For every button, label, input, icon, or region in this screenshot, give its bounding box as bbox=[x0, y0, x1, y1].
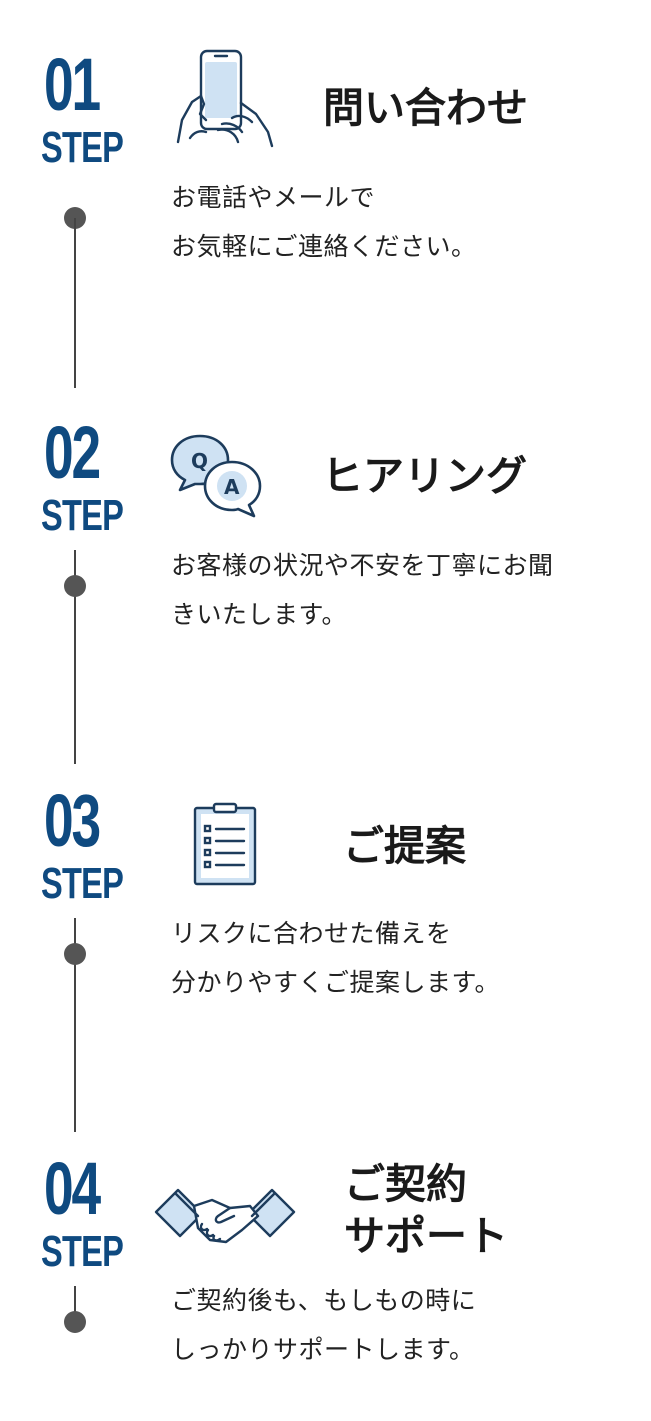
step-label: STEP bbox=[41, 859, 124, 908]
timeline-line bbox=[74, 218, 76, 388]
step-number: 02 bbox=[44, 411, 101, 494]
step-title: ご契約 サポート bbox=[344, 1160, 508, 1260]
step-label: STEP bbox=[41, 123, 124, 172]
step-label: STEP bbox=[41, 491, 124, 540]
smartphone-hands-icon bbox=[172, 48, 278, 152]
step-title: ご提案 bbox=[343, 822, 466, 870]
timeline-dot bbox=[64, 943, 86, 965]
step-description: リスクに合わせた備えを 分かりやすくご提案します。 bbox=[171, 919, 501, 997]
handshake-icon bbox=[154, 1184, 296, 1248]
qa-bubbles-icon: Q A bbox=[168, 432, 264, 522]
step-label: STEP bbox=[41, 1227, 124, 1276]
step-01: 01 STEP 問い合わせ お電話やメールで お気軽にご連絡ください。 bbox=[0, 48, 651, 398]
svg-text:A: A bbox=[224, 475, 240, 499]
step-number: 03 bbox=[44, 779, 101, 862]
step-number: 01 bbox=[44, 43, 101, 126]
step-description: お電話やメールで お気軽にご連絡ください。 bbox=[171, 183, 477, 261]
timeline-line bbox=[74, 918, 76, 1132]
svg-text:Q: Q bbox=[191, 449, 208, 473]
step-04: 04 STEP ご契約 サポート ご契約後も、もしもの時に しっかりサポートしま… bbox=[0, 1152, 651, 1412]
clipboard-checklist-icon bbox=[192, 802, 258, 886]
step-02: 02 STEP Q A ヒアリング お客様の状況や不安を丁寧にお聞 きいたします… bbox=[0, 416, 651, 766]
step-description: ご契約後も、もしもの時に しっかりサポートします。 bbox=[171, 1286, 477, 1364]
step-title: 問い合わせ bbox=[323, 84, 528, 132]
timeline-dot bbox=[64, 1311, 86, 1333]
timeline-line bbox=[74, 550, 76, 764]
timeline-line bbox=[74, 1286, 76, 1322]
timeline-dot bbox=[64, 575, 86, 597]
step-description: お客様の状況や不安を丁寧にお聞 きいたします。 bbox=[171, 551, 554, 629]
step-number: 04 bbox=[44, 1147, 101, 1230]
step-03: 03 STEP ご提案 リスクに合わせた備えを 分かりやすくご提案します。 bbox=[0, 784, 651, 1134]
step-title: ヒアリング bbox=[322, 452, 527, 500]
